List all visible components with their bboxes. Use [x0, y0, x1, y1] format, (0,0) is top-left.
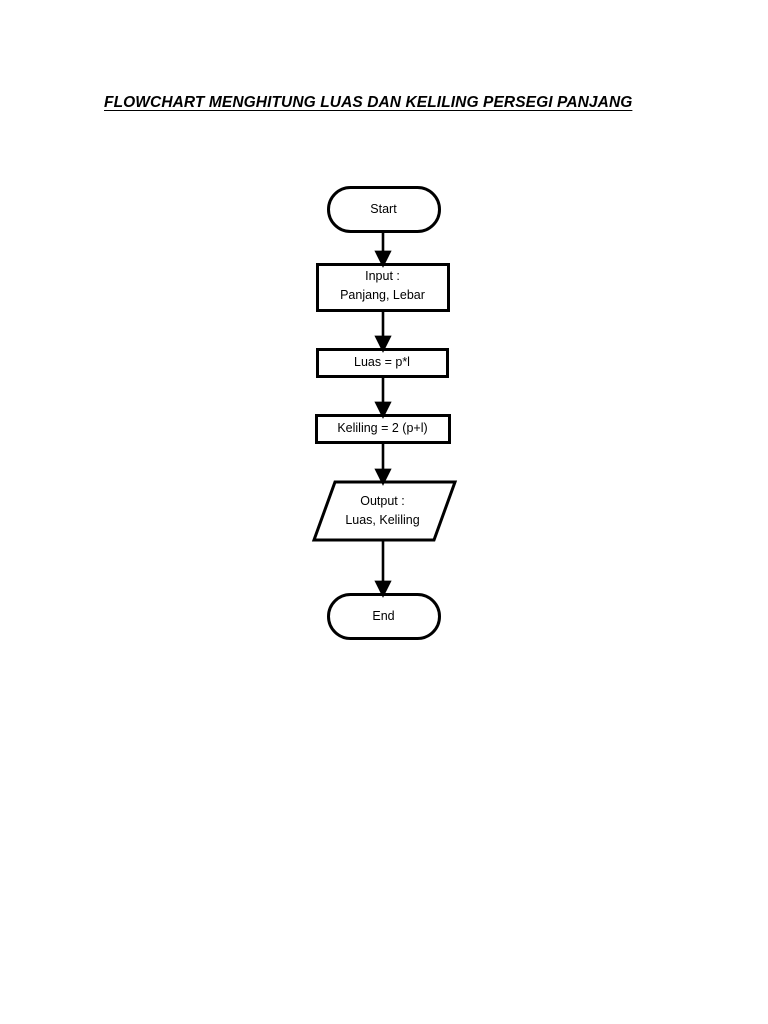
node-input-shape[interactable]: [316, 263, 450, 312]
page-title: FLOWCHART MENGHITUNG LUAS DAN KELILING P…: [104, 94, 633, 111]
node-end-shape[interactable]: [327, 593, 441, 640]
node-output-shape[interactable]: [311, 480, 458, 542]
node-keliling-shape[interactable]: [315, 414, 451, 444]
node-start-shape[interactable]: [327, 186, 441, 233]
node-luas-shape[interactable]: [316, 348, 449, 378]
